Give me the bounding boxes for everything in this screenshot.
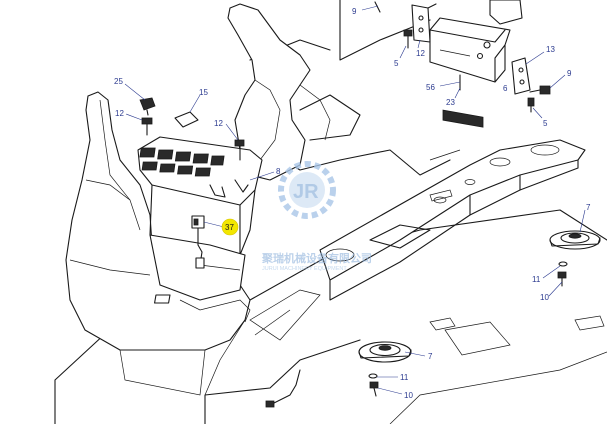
label-9-right: 9 — [567, 69, 572, 78]
label-23: 23 — [446, 98, 455, 107]
label-12-left: 12 — [115, 109, 124, 118]
watermark-sub: JURUI MACHINERY EQUIPMENT — [262, 266, 347, 272]
radio-56 — [429, 17, 511, 128]
bolt-12-left — [141, 117, 153, 136]
label-9-top: 9 — [352, 7, 357, 16]
bolt-12-mid — [234, 139, 245, 161]
part-labels: 9 12 5 56 23 13 9 6 5 25 12 15 12 8 37 7… — [114, 7, 591, 400]
speaker-7-bottom — [358, 341, 412, 363]
bolt-9-top — [374, 1, 381, 13]
knob-25 — [139, 97, 156, 116]
wire-harness-bottom — [265, 369, 301, 408]
label-11-right: 11 — [532, 275, 541, 284]
label-15: 15 — [199, 88, 208, 97]
watermark-gear-logo: JR — [278, 161, 336, 219]
switch-panel — [139, 147, 225, 177]
label-13: 13 — [546, 45, 555, 54]
bracket-13 — [511, 57, 531, 95]
bolt-5-top — [403, 29, 413, 49]
label-5-right: 5 — [543, 119, 548, 128]
washer-11-bottom — [368, 373, 378, 379]
bolt-5-right — [527, 97, 535, 113]
svg-text:JR: JR — [293, 181, 319, 203]
connector-37 — [191, 215, 205, 269]
label-12-mid: 12 — [214, 119, 223, 128]
cab-floor — [54, 209, 607, 424]
screw-10-bottom — [369, 381, 379, 397]
label-8: 8 — [276, 167, 281, 176]
label-5-top: 5 — [394, 59, 399, 68]
box-top-right — [489, 0, 523, 25]
right-console-frame — [249, 139, 586, 341]
bolt-9-right — [529, 85, 551, 95]
label-11-bottom: 11 — [400, 373, 409, 382]
cap-15 — [174, 111, 199, 128]
leader-lines — [124, 5, 586, 395]
label-10-right: 10 — [540, 293, 549, 302]
watermark: JR 聚瑞机械设备有限公司 JURUI MACHINERY EQUIPMENT — [261, 161, 372, 272]
washer-11-right — [558, 261, 568, 267]
bracket-12-top — [411, 3, 437, 43]
label-10-bottom: 10 — [404, 391, 413, 400]
label-7-bottom: 7 — [428, 352, 433, 361]
label-37: 37 — [225, 223, 234, 232]
screw-10-right — [557, 271, 567, 287]
watermark-name: 聚瑞机械设备有限公司 — [261, 251, 372, 265]
label-7-right: 7 — [586, 203, 591, 212]
label-37-highlight: 37 — [221, 218, 239, 236]
label-25: 25 — [114, 77, 123, 86]
label-12-top: 12 — [416, 49, 425, 58]
label-56: 56 — [426, 83, 435, 92]
label-6: 6 — [503, 84, 508, 93]
speaker-7-right — [549, 230, 601, 250]
